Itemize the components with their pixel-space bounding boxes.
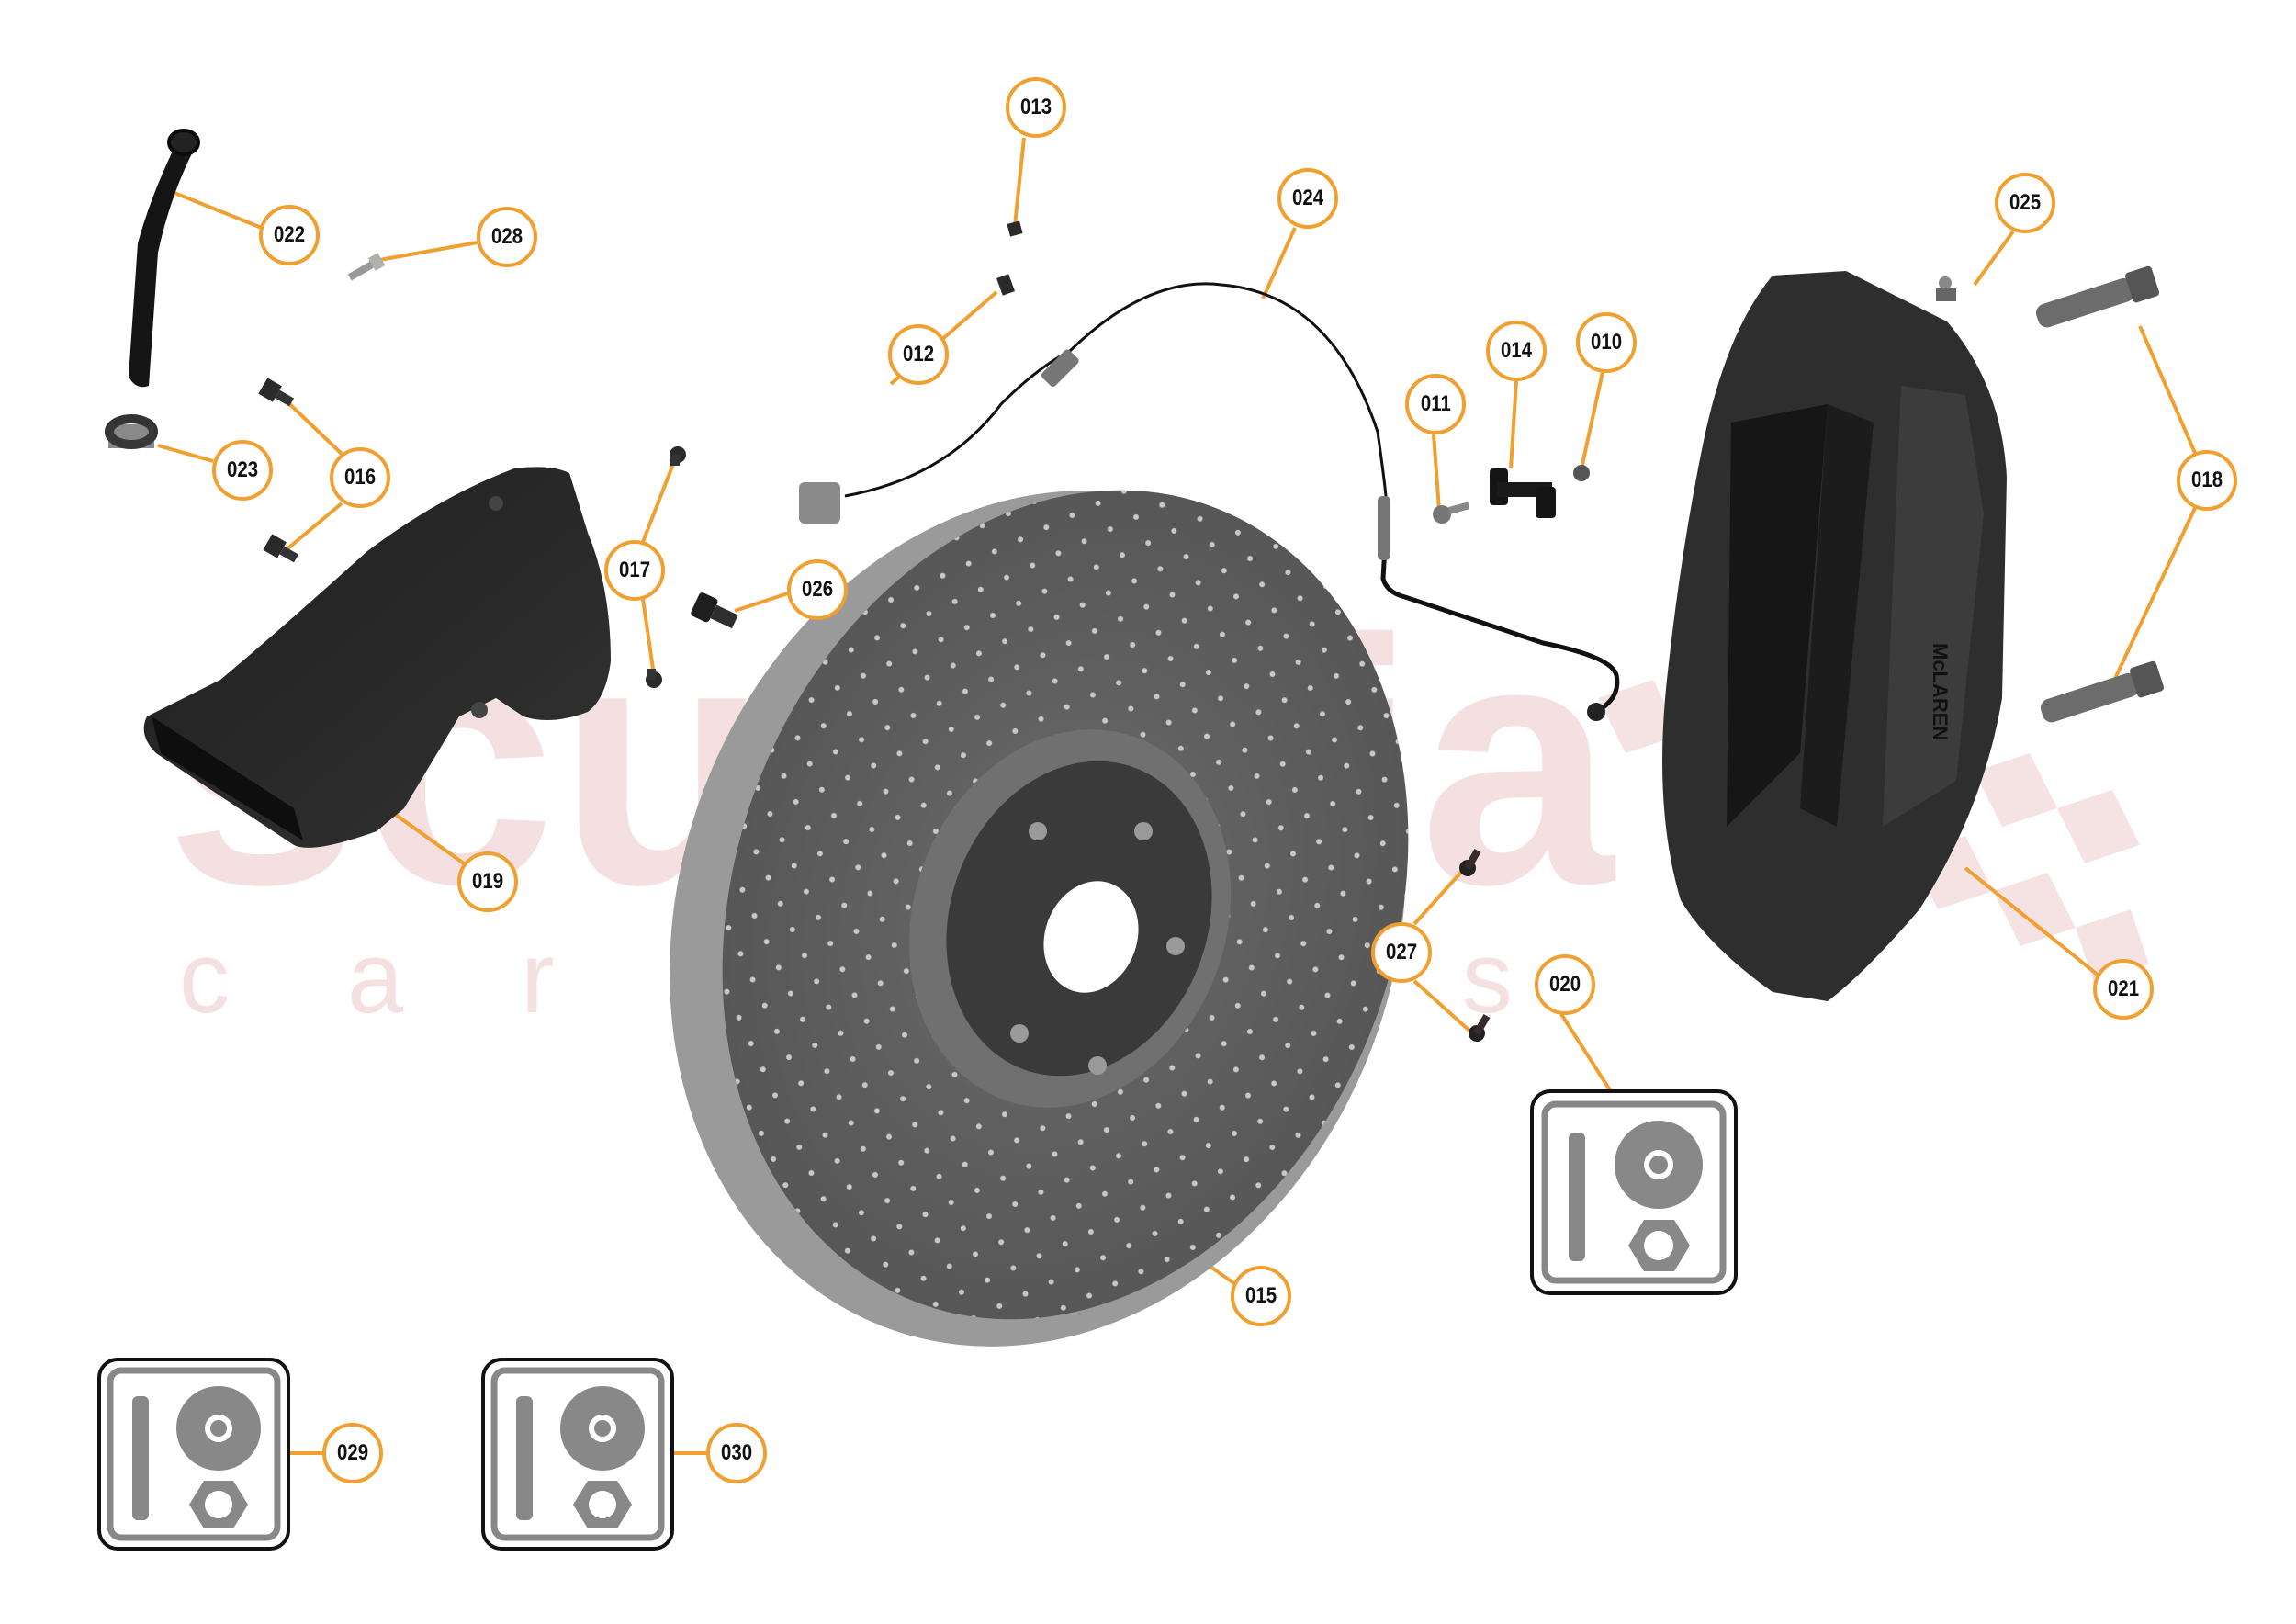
callout-023[interactable]: 023 xyxy=(212,440,273,501)
rivet-017-lower xyxy=(646,669,662,688)
bleed-nipple-025 xyxy=(1936,276,1956,301)
callout-015[interactable]: 015 xyxy=(1231,1266,1291,1326)
clip-013 xyxy=(1007,220,1023,237)
brake-disc-015 xyxy=(670,490,1409,1347)
clip-012 xyxy=(996,274,1015,296)
rivet-017-upper xyxy=(670,446,686,466)
nut-010 xyxy=(1573,465,1590,481)
brake-caliper-021: McLAREN xyxy=(1662,271,2007,1001)
wear-sensor-cable-024 xyxy=(799,282,1620,721)
callout-022[interactable]: 022 xyxy=(259,205,320,265)
callout-010[interactable]: 010 xyxy=(1576,312,1637,373)
callout-024[interactable]: 024 xyxy=(1277,168,1338,229)
callout-029[interactable]: 029 xyxy=(322,1423,383,1483)
cooling-duct-019 xyxy=(143,467,611,848)
callout-013[interactable]: 013 xyxy=(1006,77,1066,138)
callout-026[interactable]: 026 xyxy=(787,559,848,620)
callout-011[interactable]: 011 xyxy=(1405,374,1466,434)
bolt-011 xyxy=(1433,502,1470,524)
callout-028[interactable]: 028 xyxy=(477,207,537,267)
callout-020[interactable]: 020 xyxy=(1535,954,1595,1015)
screw-027-upper xyxy=(1459,848,1481,876)
caliper-bolt-018-lower xyxy=(2041,660,2165,723)
screw-028 xyxy=(347,253,386,281)
hose-022 xyxy=(129,129,200,388)
bolt-016-upper xyxy=(258,378,295,407)
grommet-026 xyxy=(691,592,738,629)
screw-027-lower xyxy=(1469,1013,1491,1042)
callout-025[interactable]: 025 xyxy=(1995,173,2055,233)
callout-012[interactable]: 012 xyxy=(888,324,949,385)
callout-018[interactable]: 018 xyxy=(2177,450,2237,511)
callout-019[interactable]: 019 xyxy=(457,851,518,912)
callout-017[interactable]: 017 xyxy=(604,540,665,601)
leader-lines xyxy=(157,137,2197,1455)
bracket-014 xyxy=(1490,468,1556,518)
kit-icon-029 xyxy=(97,1358,290,1551)
callout-030[interactable]: 030 xyxy=(706,1423,767,1483)
callout-021[interactable]: 021 xyxy=(2093,959,2154,1020)
bolt-016-lower xyxy=(263,534,299,563)
hose-clamp-023 xyxy=(105,414,158,449)
caliper-bolt-018-upper xyxy=(2036,265,2160,328)
callout-014[interactable]: 014 xyxy=(1486,321,1547,381)
callout-027[interactable]: 027 xyxy=(1371,922,1432,983)
kit-icon-030 xyxy=(481,1358,674,1551)
caliper-brand-text: McLAREN xyxy=(1929,643,1952,740)
callout-016[interactable]: 016 xyxy=(330,447,390,508)
kit-icon-020 xyxy=(1530,1089,1738,1295)
